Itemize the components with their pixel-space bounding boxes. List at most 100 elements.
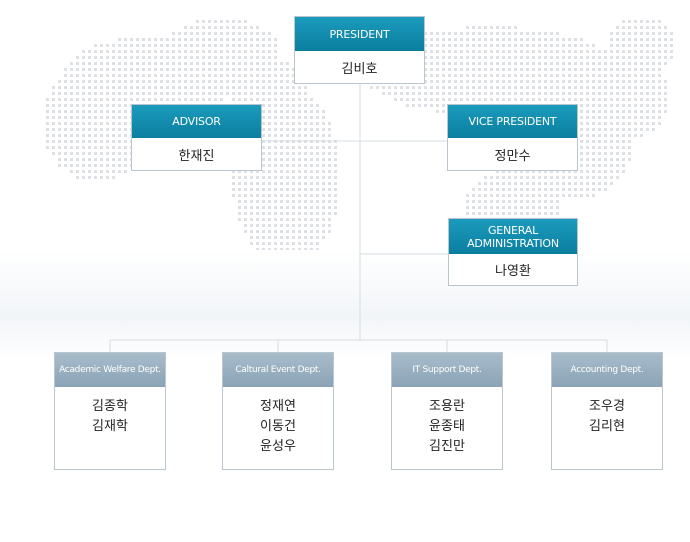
map-dot <box>274 182 277 185</box>
map-dot <box>574 182 577 185</box>
map-dot <box>286 86 289 89</box>
map-dot <box>544 44 547 47</box>
map-dot <box>544 182 547 185</box>
map-dot <box>280 200 283 203</box>
map-dot <box>490 74 493 77</box>
map-dot <box>520 170 523 173</box>
map-dot <box>94 92 97 95</box>
map-dot <box>574 68 577 71</box>
map-dot <box>526 38 529 41</box>
map-dot <box>286 122 289 125</box>
map-dot <box>286 92 289 95</box>
map-dot <box>190 50 193 53</box>
map-dot <box>112 134 115 137</box>
map-dot <box>544 92 547 95</box>
map-dot <box>316 110 319 113</box>
map-dot <box>502 86 505 89</box>
map-dot <box>160 92 163 95</box>
map-dot <box>292 152 295 155</box>
map-dot <box>508 92 511 95</box>
map-dot <box>598 188 601 191</box>
map-dot <box>274 104 277 107</box>
map-dot <box>658 92 661 95</box>
map-dot <box>244 26 247 29</box>
map-dot <box>286 62 289 65</box>
map-dot <box>496 98 499 101</box>
map-dot <box>568 74 571 77</box>
map-dot <box>628 146 631 149</box>
map-dot <box>292 68 295 71</box>
map-dot <box>238 206 241 209</box>
map-dot <box>550 92 553 95</box>
map-dot <box>508 74 511 77</box>
map-dot <box>232 44 235 47</box>
map-dot <box>502 170 505 173</box>
map-dot <box>226 26 229 29</box>
map-dot <box>496 170 499 173</box>
map-dot <box>172 92 175 95</box>
map-dot <box>490 38 493 41</box>
map-dot <box>196 26 199 29</box>
map-dot <box>196 68 199 71</box>
map-dot <box>484 50 487 53</box>
map-dot <box>562 170 565 173</box>
map-dot <box>46 98 49 101</box>
map-dot <box>76 128 79 131</box>
map-dot <box>106 140 109 143</box>
map-dot <box>238 176 241 179</box>
map-dot <box>598 122 601 125</box>
map-dot <box>124 158 127 161</box>
map-dot <box>274 218 277 221</box>
map-dot <box>292 230 295 233</box>
map-dot <box>58 146 61 149</box>
map-dot <box>652 104 655 107</box>
map-dot <box>94 176 97 179</box>
map-dot <box>532 68 535 71</box>
map-dot <box>112 56 115 59</box>
map-dot <box>286 134 289 137</box>
map-dot <box>640 62 643 65</box>
map-dot <box>178 62 181 65</box>
map-dot <box>250 92 253 95</box>
map-dot <box>280 194 283 197</box>
map-dot <box>532 74 535 77</box>
map-dot <box>658 20 661 23</box>
map-dot <box>208 92 211 95</box>
map-dot <box>592 146 595 149</box>
general-administration-box: GENERAL ADMINISTRATION 나영환 <box>448 218 578 286</box>
map-dot <box>172 74 175 77</box>
map-dot <box>484 200 487 203</box>
map-dot <box>106 74 109 77</box>
map-dot <box>82 164 85 167</box>
map-dot <box>142 98 145 101</box>
map-dot <box>502 68 505 71</box>
map-dot <box>550 176 553 179</box>
map-dot <box>532 194 535 197</box>
map-dot <box>238 20 241 23</box>
map-dot <box>298 92 301 95</box>
member-name: 윤성우 <box>260 439 296 454</box>
map-dot <box>634 134 637 137</box>
map-dot <box>268 182 271 185</box>
map-dot <box>514 62 517 65</box>
map-dot <box>286 80 289 83</box>
map-dot <box>616 134 619 137</box>
map-dot <box>244 56 247 59</box>
map-dot <box>262 62 265 65</box>
map-dot <box>112 98 115 101</box>
map-dot <box>298 230 301 233</box>
map-dot <box>556 38 559 41</box>
map-dot <box>514 68 517 71</box>
map-dot <box>118 50 121 53</box>
map-dot <box>472 86 475 89</box>
map-dot <box>628 32 631 35</box>
map-dot <box>436 68 439 71</box>
map-dot <box>64 110 67 113</box>
map-dot <box>658 44 661 47</box>
map-dot <box>244 98 247 101</box>
map-dot <box>448 68 451 71</box>
map-dot <box>94 158 97 161</box>
map-dot <box>316 164 319 167</box>
map-dot <box>436 44 439 47</box>
map-dot <box>406 86 409 89</box>
